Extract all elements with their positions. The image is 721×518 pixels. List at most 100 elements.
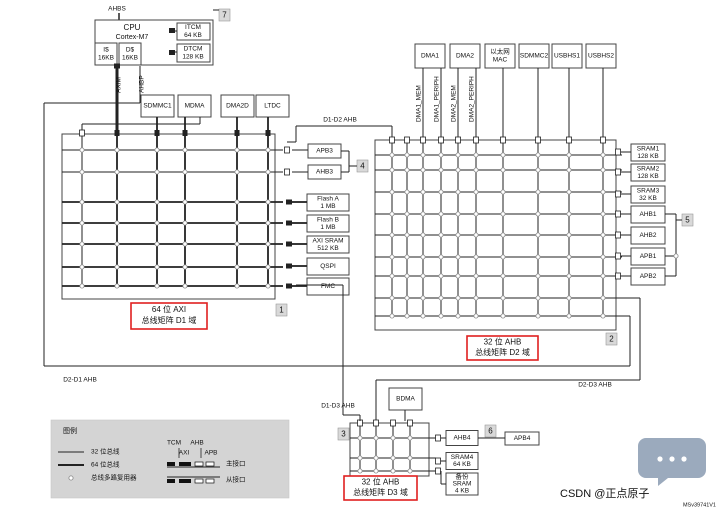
d1-mux-node <box>154 241 160 247</box>
d2-slave-port <box>615 148 621 156</box>
d1-mux-node <box>114 169 120 175</box>
d2-mux-node <box>566 211 572 217</box>
tcm-port <box>169 28 175 33</box>
legend-axi: AXI <box>179 450 190 457</box>
d1-mux-node <box>79 283 85 289</box>
legend-mux-node <box>68 475 74 481</box>
d2-dma-label: DMA1_MEM <box>416 85 423 122</box>
chat-dot <box>657 456 663 462</box>
d2-mux-node <box>420 211 426 217</box>
d1-mux-node <box>234 264 240 270</box>
d1-master-mdma <box>177 94 212 118</box>
legend-slave-label: 从接口 <box>226 475 246 484</box>
d2-slave-port <box>615 210 621 218</box>
d3-slave-port <box>435 434 441 442</box>
legend-master-port <box>205 461 215 467</box>
icache-box <box>94 42 118 66</box>
d2-mux-node <box>404 167 410 173</box>
d1-mux-node <box>114 220 120 226</box>
d2-mux-node <box>600 273 606 279</box>
d3-mux-node <box>357 435 363 441</box>
d2-slave-name: SRAM2 <box>637 166 660 173</box>
d1-slave-name: Flash B <box>317 217 339 224</box>
d1-mux-node <box>114 147 120 153</box>
d2-dma-label: DMA2_MEM <box>451 85 458 122</box>
legend-64bit-label: 64 位总线 <box>91 460 120 469</box>
itcm-label: ITCM <box>185 24 201 31</box>
legend-master-port <box>167 462 175 466</box>
d2-mux-node <box>438 295 444 301</box>
d2-mux-node <box>600 232 606 238</box>
d3-slave-label: 备份 <box>456 472 470 481</box>
d2-mux-node <box>500 273 506 279</box>
icache-label: I$ <box>103 47 109 54</box>
d2-mux-node <box>600 313 606 319</box>
d2-slave-size: 128 KB <box>637 153 658 160</box>
d2-mux-node <box>535 211 541 217</box>
d1-mux-node <box>154 169 160 175</box>
d1-master-label: DMA2D <box>226 103 249 110</box>
d1-mux-node <box>265 283 271 289</box>
callout-6 <box>484 424 497 438</box>
d2-mux-node <box>600 295 606 301</box>
d2-mux-node <box>404 232 410 238</box>
d3-mux-node <box>390 455 396 461</box>
d1-master-label: MDMA <box>185 103 206 110</box>
d1-slave-size: 1 MB <box>320 203 335 210</box>
d1-mux-node <box>79 169 85 175</box>
d2-mux-node <box>535 254 541 260</box>
d3-mux-node <box>390 468 396 474</box>
callout-3 <box>337 427 350 441</box>
d2-slave-port <box>615 168 621 176</box>
d2-mux-node <box>404 152 410 158</box>
d2-mux-node <box>389 273 395 279</box>
d1-mux-node <box>182 169 188 175</box>
d2-mux-node <box>500 232 506 238</box>
d1-slave-name: QSPI <box>320 263 336 270</box>
d2-mux-node <box>438 313 444 319</box>
d2-slave-port <box>615 190 621 198</box>
d2-master-5 <box>585 43 617 69</box>
chat-bubble <box>638 438 706 486</box>
d3-master-port <box>390 419 396 427</box>
chat-dot <box>669 456 675 462</box>
d1-mux-node <box>234 147 240 153</box>
d2-slave-port <box>615 231 621 239</box>
d2-mux-node <box>566 152 572 158</box>
ahbs-label: AHBS <box>108 6 126 13</box>
d3-mux-node <box>407 435 413 441</box>
d2-mux-node <box>455 211 461 217</box>
d1-subtitle: 总线矩阵 D1 域 <box>142 315 197 325</box>
tcm-port <box>169 50 175 55</box>
d2-mux-node <box>389 313 395 319</box>
d2-mux-node <box>438 152 444 158</box>
d2-mux-node <box>455 189 461 195</box>
d1-slave-name: Flash A <box>317 196 339 203</box>
d1-mux-node <box>234 241 240 247</box>
d2-mux-node <box>600 254 606 260</box>
d2-slave-name: SRAM3 <box>637 188 660 195</box>
legend-mux-label: 总线多路复用器 <box>91 473 137 482</box>
d1-mux-node <box>265 169 271 175</box>
legend-32bit-label: 32 位总线 <box>91 447 120 456</box>
d1-master-port-hollow <box>79 129 85 137</box>
callout-5-number: 5 <box>685 216 690 225</box>
callout-2 <box>605 332 618 346</box>
d1-mux-node <box>234 169 240 175</box>
d3-master-port <box>407 419 413 427</box>
d2-master-port <box>500 136 506 144</box>
d1-master-port <box>114 130 120 136</box>
d1-bridge-port <box>284 146 290 154</box>
callout-2-number: 2 <box>609 335 614 344</box>
legend-apb: APB <box>204 450 217 457</box>
d2-mux-node <box>420 167 426 173</box>
d2-mux-node <box>420 232 426 238</box>
d1-title: 64 位 AXI <box>152 304 186 314</box>
d2-mux-node <box>420 189 426 195</box>
d2-mux-node <box>420 152 426 158</box>
d2-slave-name: APB1 <box>640 253 657 260</box>
d1-axi-matrix <box>61 133 276 300</box>
callout-7 <box>218 8 231 22</box>
d2-mux-node <box>455 167 461 173</box>
